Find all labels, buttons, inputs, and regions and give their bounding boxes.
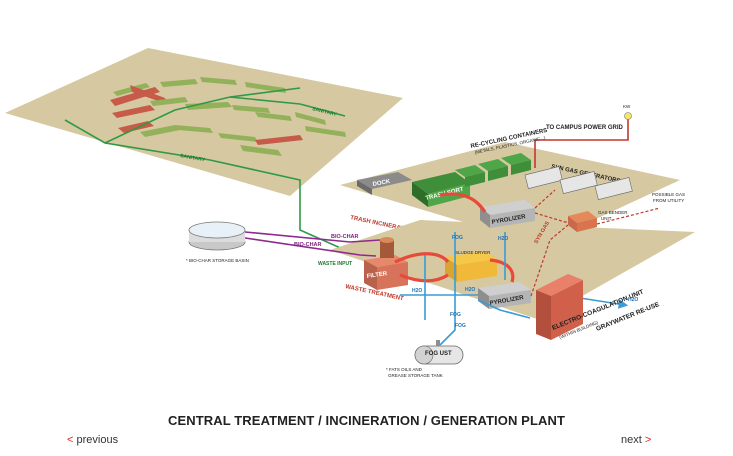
bio-char-label-2: BIO-CHAR bbox=[294, 242, 322, 248]
waste-input-label: WASTE INPUT bbox=[318, 261, 352, 267]
bio-char-basin bbox=[188, 221, 246, 251]
dock-label: DOCK bbox=[372, 179, 391, 188]
heat-flows bbox=[394, 192, 515, 283]
possible-gas-label: POSSIBLE GAS bbox=[652, 192, 685, 197]
electro-coagulation-unit bbox=[536, 274, 583, 340]
gas-bender-label: GAS BENDER bbox=[598, 210, 628, 215]
filter-unit bbox=[364, 255, 408, 290]
filter-label: FILTER bbox=[366, 271, 388, 280]
campus-plane bbox=[5, 48, 403, 196]
h2o-label-2: H2O bbox=[465, 287, 475, 293]
fog-ust-tank bbox=[414, 340, 464, 365]
next-label: next bbox=[621, 434, 642, 446]
h2o-label-3: H2O bbox=[498, 236, 508, 242]
fog-label-1: FOG bbox=[450, 312, 461, 318]
fog-tank-label-1: * FATS OILS AND bbox=[386, 367, 423, 372]
power-grid-lines bbox=[534, 118, 629, 168]
pyrolizer-top-label: PYROLIZER bbox=[491, 214, 527, 226]
sludge-dryer-label: SLUDGE DRYER bbox=[455, 250, 491, 255]
next-arrow-icon: > bbox=[644, 434, 652, 446]
bio-char-lines bbox=[244, 231, 381, 257]
kw-label: KW bbox=[623, 104, 631, 109]
previous-link[interactable]: < previous bbox=[67, 434, 118, 446]
campus-grid-label: TO CAMPUS POWER GRID bbox=[546, 125, 624, 131]
page-title: CENTRAL TREATMENT / INCINERATION / GENER… bbox=[167, 413, 566, 428]
pyrolizer-bottom bbox=[478, 282, 531, 309]
next-link[interactable]: next > bbox=[621, 434, 651, 446]
recycling-containers bbox=[455, 153, 531, 187]
plant-diagram: SANITARY SANITARY TRASH INCINERATION WAS… bbox=[5, 48, 695, 378]
syn-gas-generators bbox=[524, 166, 633, 200]
h2o-label-1: H2O bbox=[412, 288, 422, 294]
utility-gas-line bbox=[596, 207, 661, 225]
dock-building bbox=[357, 172, 412, 195]
possible-gas-sublabel: FROM UTILITY bbox=[653, 198, 684, 203]
sanitary-lines bbox=[64, 87, 373, 263]
filter-cylinder bbox=[380, 237, 394, 258]
fog-tank-label-2: GREASE STORAGE TANK bbox=[388, 373, 443, 378]
fog-ust-label: FOG UST bbox=[425, 351, 452, 357]
bio-char-basin-label: * BIO-CHAR STORAGE BASIN bbox=[186, 258, 249, 263]
syn-gas-lines bbox=[530, 189, 569, 297]
fog-label-2: FOG bbox=[455, 323, 466, 329]
pyrolizer-bottom-label: PYROLIZER bbox=[489, 295, 525, 307]
gas-bender-sublabel: UNIT bbox=[601, 216, 612, 221]
bio-char-label-1: BIO-CHAR bbox=[331, 234, 359, 240]
previous-label: previous bbox=[76, 434, 119, 446]
h2o-output-label: H2O bbox=[628, 297, 638, 303]
previous-arrow-icon: < bbox=[67, 434, 74, 446]
water-lines bbox=[400, 232, 629, 346]
pyrolizer-top bbox=[480, 200, 535, 228]
fog-label-3: FOG bbox=[452, 235, 463, 241]
gas-bender-unit bbox=[568, 211, 597, 232]
bulb-icon bbox=[624, 112, 632, 120]
sanitary-label-bottom: SANITARY bbox=[180, 153, 206, 163]
